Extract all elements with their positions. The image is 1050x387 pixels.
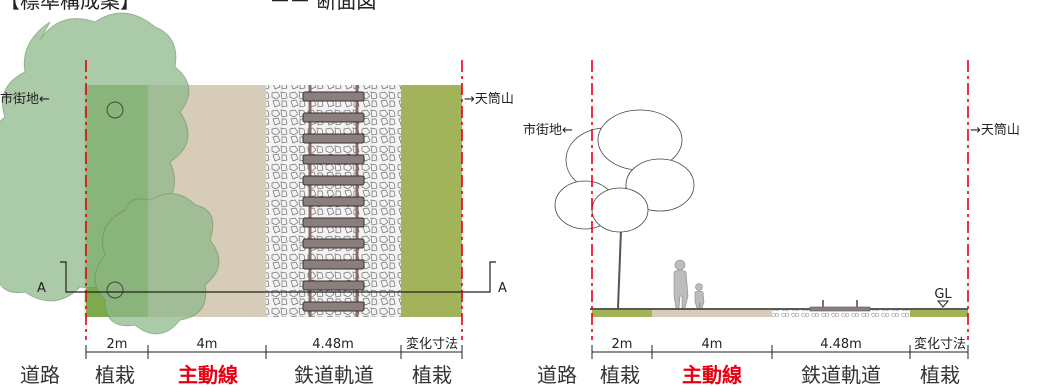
plan-tree-canopy xyxy=(0,12,220,335)
section-zone-main-path: 主動線 xyxy=(682,363,742,387)
plan-dimension-ticks xyxy=(85,345,463,359)
rail-tie xyxy=(302,154,365,165)
plan-dim-variable: 変化寸法 xyxy=(406,336,458,352)
rail-tie xyxy=(302,280,365,291)
section-left-direction: 市街地← xyxy=(523,122,573,138)
plan-rail-ties xyxy=(302,91,365,312)
plan-zone-road: 道路 xyxy=(20,363,60,387)
rail-tie xyxy=(302,91,365,102)
section-rail-sleeper xyxy=(809,306,871,312)
section-view: GL 市街地← →天筒山 2m 4m 4.48m 変化寸法 道路 植栽 主動線 … xyxy=(523,60,1020,387)
plan-planting-right xyxy=(401,85,462,317)
section-zone-planting-left: 植栽 xyxy=(600,363,640,387)
rail-tie xyxy=(302,217,365,228)
section-zone-road: 道路 xyxy=(537,363,577,387)
section-dim-448m: 4.48m xyxy=(820,337,862,352)
section-pedestrians xyxy=(673,259,705,309)
section-dim-2m: 2m xyxy=(612,337,633,352)
rail-tie xyxy=(302,259,365,270)
plan-view: 市街地← →天筒山 A A 2m 4m 4.48m 変化寸法 道路 植栽 主動線… xyxy=(0,12,514,387)
section-dim-variable: 変化寸法 xyxy=(914,336,966,352)
section-tree xyxy=(554,109,695,309)
section-planting-left xyxy=(592,310,652,317)
plan-zone-main-path: 主動線 xyxy=(178,363,238,387)
plan-section-marker-left: A xyxy=(37,281,46,296)
plan-shrub-marker-upper xyxy=(106,101,124,119)
section-dimension-ticks xyxy=(591,345,969,359)
plan-dim-448m: 4.48m xyxy=(312,337,354,352)
plan-shrub-marker-lower xyxy=(106,281,124,299)
section-main-path xyxy=(652,310,772,317)
plan-dim-2m: 2m xyxy=(107,337,128,352)
plan-section-cut-line xyxy=(60,261,496,293)
section-railway-ballast xyxy=(772,310,910,317)
section-ground-level-label: GL xyxy=(934,287,952,302)
rail-tie xyxy=(302,301,365,312)
rail-tie xyxy=(302,133,365,144)
section-zone-railway: 鉄道軌道 xyxy=(801,363,881,387)
plan-zone-planting-left: 植栽 xyxy=(95,363,135,387)
section-dim-4m: 4m xyxy=(702,337,723,352)
section-right-direction: →天筒山 xyxy=(970,122,1020,138)
section-zone-planting-right: 植栽 xyxy=(920,363,960,387)
rail-tie xyxy=(302,112,365,123)
section-planting-right xyxy=(910,310,968,317)
plan-section-marker-right: A xyxy=(498,281,507,296)
rail-tie xyxy=(302,238,365,249)
plan-dim-4m: 4m xyxy=(197,337,218,352)
rail-tie xyxy=(302,196,365,207)
plan-zone-railway: 鉄道軌道 xyxy=(294,363,374,387)
section-ground-level-marker xyxy=(936,300,950,308)
plan-left-direction: 市街地← xyxy=(0,91,50,107)
plan-zone-planting-right: 植栽 xyxy=(412,363,452,387)
plan-right-direction: →天筒山 xyxy=(464,91,514,107)
rail-tie xyxy=(302,175,365,186)
page-subtitle: ーー 断面図 xyxy=(270,0,376,13)
page-title: 【標準構成案】 xyxy=(0,0,140,13)
